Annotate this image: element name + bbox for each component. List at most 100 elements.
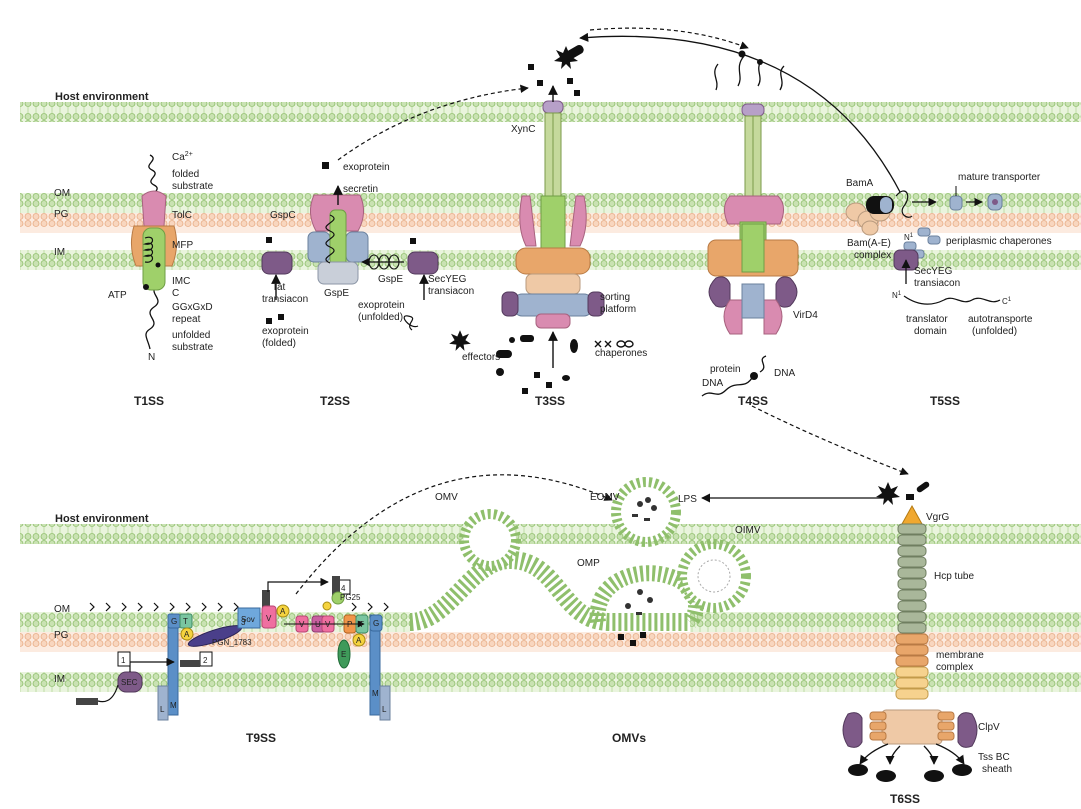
t2ss-unfolded-strand <box>404 316 418 330</box>
t2ss-exo-folded-label1: exoprotein <box>262 326 309 337</box>
t2ss-gspc-right <box>346 232 368 262</box>
t9ss-e-label: E <box>341 650 346 659</box>
t2ss-secretin-label: secretin <box>343 184 378 195</box>
t3ss-inner-ring <box>516 248 590 274</box>
t4ss-dna-left-label: DNA <box>702 378 723 389</box>
t2ss-exo-folded-label2: (folded) <box>262 338 296 349</box>
t4ss-released-dna <box>715 56 784 90</box>
t3ss-base <box>526 274 580 294</box>
t6ss-effector-capsule <box>916 481 931 494</box>
t6ss-clpv-right <box>958 713 977 748</box>
t5ss-translator-label2: domain <box>914 326 947 337</box>
t4ss-outer-ring <box>724 196 783 224</box>
t3ss-effectors-label: effectors <box>462 352 500 363</box>
t9ss-a-mid-label: A <box>280 607 286 616</box>
t9ss-yellow-small <box>323 602 331 610</box>
eomv-label: EOMV <box>590 492 620 503</box>
t6ss-membrane-label2: complex <box>936 662 973 673</box>
t2ss-gspc-label: GspC <box>270 210 296 221</box>
t2ss-title: T2SS <box>320 394 350 408</box>
t6ss-hcp-tube <box>898 524 926 633</box>
t5ss-autotransporter-label1: autotransporte <box>968 314 1033 325</box>
t2ss-gspe-right-label: GspE <box>378 274 403 285</box>
t6ss-effector-star <box>876 482 900 505</box>
t9ss-p-label: P <box>347 620 352 629</box>
omp-cargo <box>625 589 653 615</box>
t2ss-exoprotein-dot4 <box>266 318 272 324</box>
oimv-label: OIMV <box>735 525 761 536</box>
t9ss-box2-label: 2 <box>203 656 208 665</box>
t5ss-bama-label: BamA <box>846 178 874 189</box>
t3ss-title: T3SS <box>535 394 565 408</box>
t4ss-vird4-label: VirD4 <box>793 310 818 321</box>
t6ss-vgrg <box>902 506 922 524</box>
t2ss-tat-transiacon <box>262 252 292 274</box>
eomv-vesicle <box>616 482 676 542</box>
t1ss-repeat-label2: repeat <box>172 314 201 325</box>
lps-label: LPS <box>678 494 697 505</box>
t3ss-sorting-platform <box>514 294 592 316</box>
t5ss-bam-complex-label2: complex <box>854 250 891 261</box>
t3ss-pod-left <box>502 292 518 316</box>
t3ss-chaperones-label: chaperones <box>595 348 647 359</box>
t5ss-n-bottom-label: N1 <box>892 291 902 300</box>
t6ss-hcp-label: Hcp tube <box>934 571 974 582</box>
t1ss-ca-label: Ca2+ <box>172 151 193 163</box>
t9ss-t-right-label: T <box>359 620 364 629</box>
t2ss-gspe <box>318 262 358 284</box>
t1ss-c-label: C <box>172 288 179 299</box>
t2ss-exoprotein-dot5 <box>278 314 284 320</box>
t1ss-n-label: N <box>148 352 155 363</box>
t5ss-mature-transporter-1 <box>950 186 962 210</box>
t6ss-sheath <box>882 710 942 744</box>
t9ss-a-right-label: A <box>356 636 362 645</box>
t2ss-exo-unfolded-label2: (unfolded) <box>358 312 403 323</box>
t4ss-to-t6ss-dashed-arrow <box>752 406 908 474</box>
t1ss-group: Ca2+ folded substrate TolC MFP IMC C ATP… <box>108 151 214 408</box>
top-pg-label: PG <box>54 209 69 220</box>
t6ss-sheath-label1: Tss BC <box>978 752 1010 763</box>
bottom-im-label: IM <box>54 674 65 685</box>
t5ss-c-bottom-label: C1 <box>1002 297 1012 306</box>
bottom-host-environment-label: Host environment <box>55 513 149 525</box>
t6ss-effector-sq <box>906 494 914 500</box>
oimv-inner-vesicle <box>698 560 730 592</box>
t5ss-n-top-label: N1 <box>904 233 914 242</box>
t1ss-tolc <box>142 191 166 226</box>
omp-label: OMP <box>577 558 600 569</box>
top-host-environment-label: Host environment <box>55 91 149 103</box>
top-om-label: OM <box>54 188 70 199</box>
t3ss-tip <box>543 101 563 113</box>
t9ss-box1-label: 1 <box>121 656 126 665</box>
t6ss-released-sheaths <box>848 764 972 782</box>
t9ss-a-left-label: A <box>184 630 190 639</box>
t9ss-sov-label: Sov <box>241 615 255 624</box>
t5ss-mature-label: mature transporter <box>958 172 1041 183</box>
t2ss-exoprotein-dot1 <box>322 162 329 169</box>
t5ss-bama-barrel-light <box>880 197 892 213</box>
t5ss-autotransporter-strand <box>904 296 1000 304</box>
t5ss-mature-transporter-2 <box>988 194 1002 210</box>
t5ss-secyeg-label1: SecYEG <box>914 266 953 277</box>
t3ss-chaperone-icons <box>595 341 633 347</box>
t1ss-substrate-label: substrate <box>172 181 214 192</box>
t9ss-u-label: U <box>315 620 321 629</box>
t4ss-protein-dot <box>750 372 758 380</box>
host-effector-sq1 <box>528 64 534 70</box>
t9ss-v1-label: V <box>299 620 305 629</box>
t9ss-substrate-tail <box>76 698 98 705</box>
t9ss-group: 1 2 3 4 SEC Sov PGN_1783 PG25 G T A A V … <box>76 576 390 745</box>
t1ss-tolc-label: TolC <box>172 210 192 221</box>
t1ss-c-dot <box>156 263 161 268</box>
t2ss-gspe-left-label: GspE <box>324 288 349 299</box>
bottom-om-membrane-right <box>690 612 1081 632</box>
t9ss-porl-right <box>380 686 390 720</box>
t9ss-porl-left <box>158 686 168 720</box>
t9ss-sec-label: SEC <box>121 678 138 687</box>
t4ss-protein-label: protein <box>710 364 741 375</box>
t2ss-tat-label1: Tat <box>272 282 286 293</box>
t9ss-title: T9SS <box>246 731 276 745</box>
t2ss-tat-label2: transiacon <box>262 294 308 305</box>
t6ss-clpv-left <box>843 713 862 748</box>
